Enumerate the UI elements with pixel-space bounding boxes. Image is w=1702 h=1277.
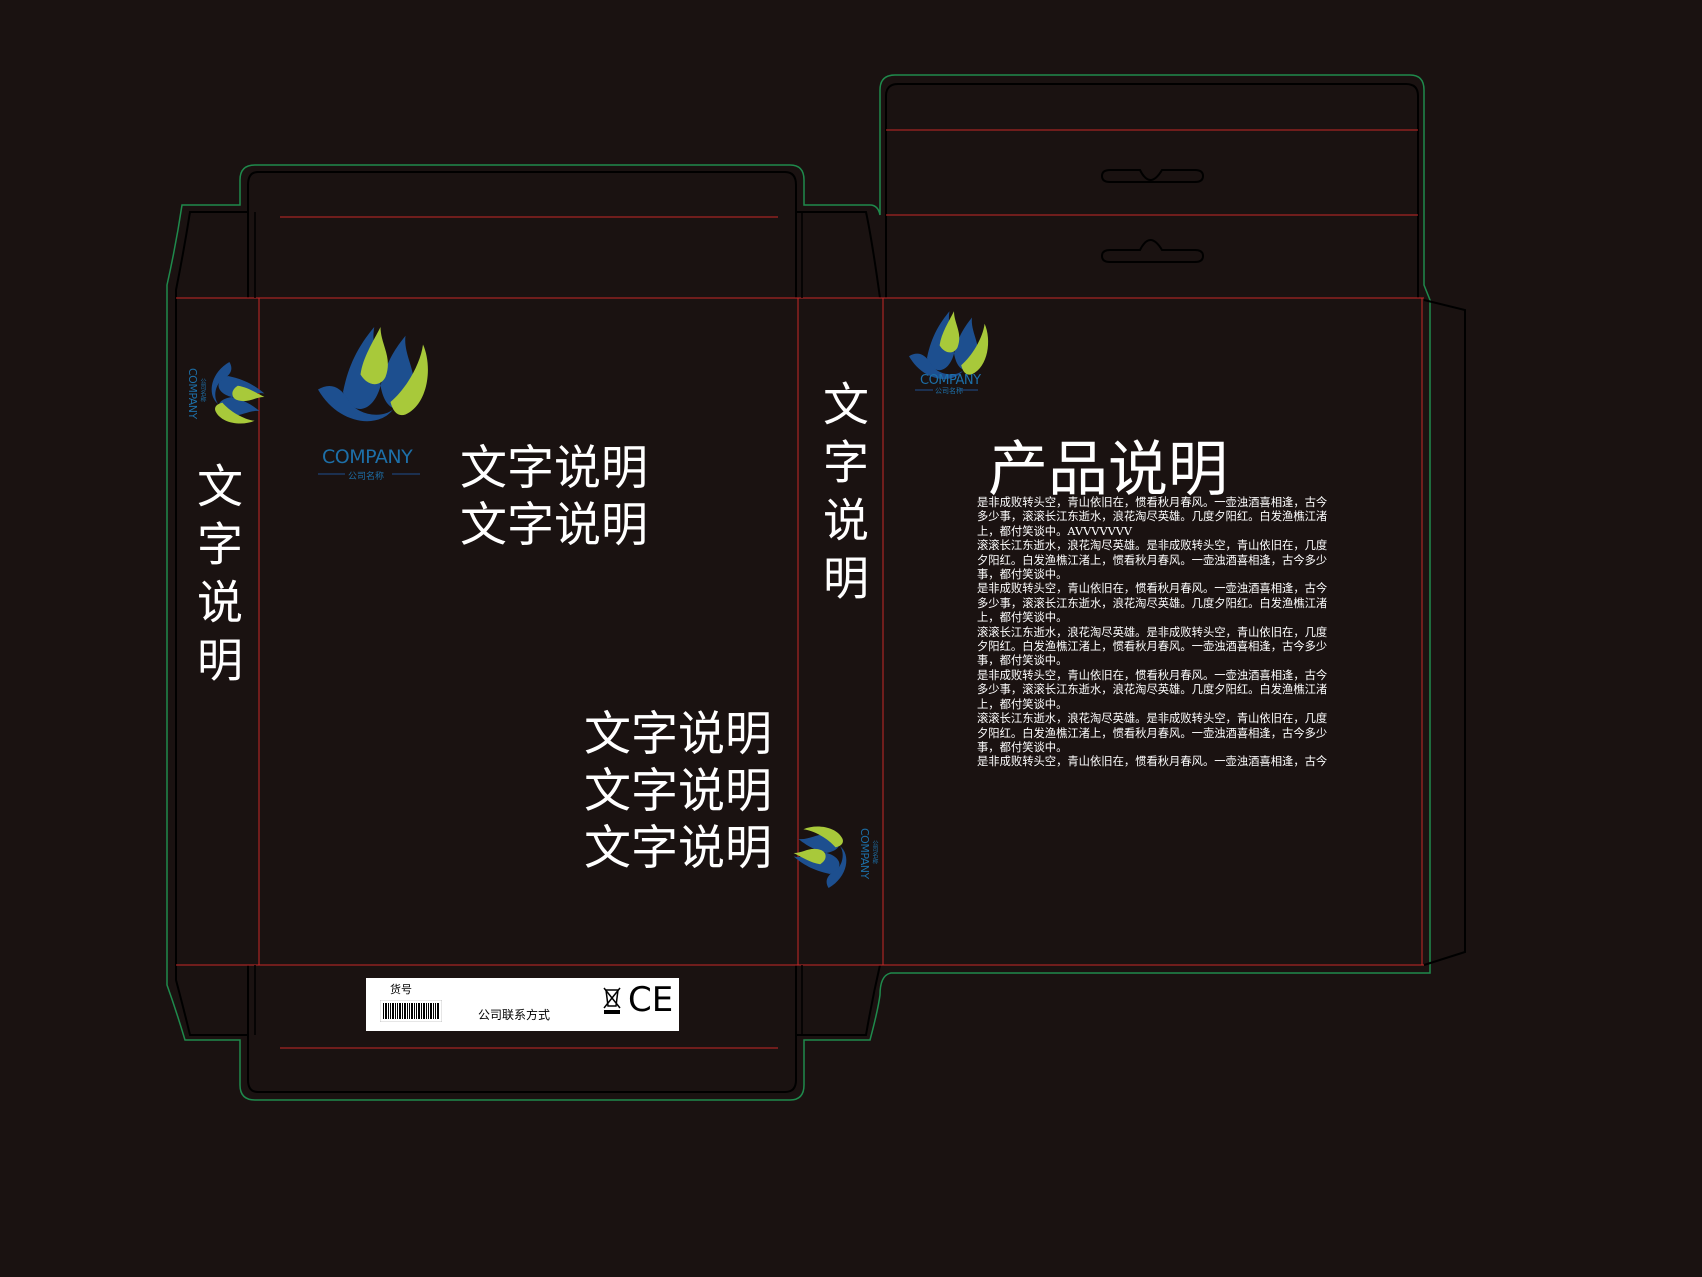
description-line: 是非成败转头空，青山依旧在，惯看秋月春风。一壶浊酒喜相逢，古今 bbox=[977, 755, 1328, 769]
description-line: 是非成败转头空，青山依旧在，惯看秋月春风。一壶浊酒喜相逢，古今 bbox=[977, 496, 1328, 509]
back-panel-title: 产品说明 bbox=[988, 435, 1228, 505]
description-line: 上，都付笑谈中。 bbox=[977, 611, 1068, 625]
cut-left-dust bbox=[175, 211, 248, 1036]
description-line: 事，都付笑谈中。 bbox=[977, 654, 1068, 668]
description-line: 是非成败转头空，青山依旧在，惯看秋月春风。一壶浊酒喜相逢，古今 bbox=[977, 668, 1328, 682]
logo-mark-back bbox=[909, 311, 989, 380]
description-line: 多少事，滚滚长江东逝水，浪花淘尽英雄。几度夕阳红。白发渔樵江渚 bbox=[977, 683, 1328, 697]
logo-mark-right-side bbox=[793, 826, 847, 888]
product-label: 货号 公司联系方式 CE bbox=[366, 978, 679, 1031]
back-panel-description: 是非成败转头空，青山依旧在，惯看秋月春风。一壶浊酒喜相逢，古今 多少事，滚滚长江… bbox=[977, 496, 1357, 770]
front-text-block-2: 文字说明 文字说明 文字说明 bbox=[584, 707, 772, 876]
logo-wordmark-right-side: COMPANY bbox=[858, 828, 871, 879]
item-number-label: 货号 bbox=[390, 983, 412, 996]
logo-mark-front bbox=[318, 327, 428, 422]
logo-wordmark-front: COMPANY bbox=[322, 446, 413, 468]
outer-outline bbox=[166, 74, 1431, 1101]
hang-hole-2 bbox=[1100, 239, 1205, 263]
right-side-vertical-text: 文字说明 bbox=[816, 380, 870, 612]
barcode-icon bbox=[380, 1000, 442, 1022]
description-line: 多少事，滚滚长江东逝水，浪花淘尽英雄。几度夕阳红。白发渔樵江渚 bbox=[977, 510, 1328, 524]
description-line: 滚滚长江东逝水，浪花淘尽英雄。是非成败转头空，青山依旧在，几度 bbox=[977, 712, 1328, 726]
hang-hole-1 bbox=[1100, 169, 1205, 183]
logo-subtitle-left-side: 公司名称 bbox=[199, 378, 206, 402]
description-line: 夕阳红。白发渔樵江渚上，惯看秋月春风。一壶浊酒喜相逢，古今多少 bbox=[977, 553, 1328, 567]
description-line: 事，都付笑谈中。 bbox=[977, 568, 1068, 582]
left-side-vertical-text: 文字说明 bbox=[190, 462, 244, 694]
logo-subtitle-right-side: 公司名称 bbox=[871, 840, 878, 864]
description-line: 事，都付笑谈中。 bbox=[977, 740, 1068, 754]
logo-subtitle-back: 公司名称 bbox=[935, 387, 963, 395]
weee-bin-icon bbox=[603, 987, 621, 1014]
cut-glue-flap bbox=[1423, 299, 1466, 966]
cut-right-dust bbox=[796, 211, 881, 299]
description-line: 上，都付笑谈中。 bbox=[977, 697, 1068, 711]
ce-mark: CE bbox=[628, 980, 674, 1020]
description-line: 是非成败转头空，青山依旧在，惯看秋月春风。一壶浊酒喜相逢，古今 bbox=[977, 582, 1328, 596]
description-line: 滚滚长江东逝水，浪花淘尽英雄。是非成败转头空，青山依旧在，几度 bbox=[977, 539, 1328, 553]
cut-bottom-flap bbox=[258, 965, 797, 1093]
description-line: 夕阳红。白发渔樵江渚上，惯看秋月春风。一壶浊酒喜相逢，古今多少 bbox=[977, 726, 1328, 740]
cut-top-tuck bbox=[885, 83, 1419, 298]
logo-wordmark-back: COMPANY bbox=[920, 373, 981, 388]
front-text-block-1: 文字说明 文字说明 bbox=[460, 441, 648, 553]
cut-top-flap bbox=[258, 171, 797, 298]
fold-lines bbox=[176, 129, 1424, 1049]
logo-mark-left-side bbox=[211, 362, 265, 424]
logo-wordmark-left-side: COMPANY bbox=[186, 368, 199, 419]
description-line: 夕阳红。白发渔樵江渚上，惯看秋月春风。一壶浊酒喜相逢，古今多少 bbox=[977, 640, 1328, 654]
description-line: 上，都付笑谈中。AVVVVVVV bbox=[977, 524, 1133, 538]
company-contact-label: 公司联系方式 bbox=[478, 1008, 551, 1022]
description-line: 多少事，滚滚长江东逝水，浪花淘尽英雄。几度夕阳红。白发渔樵江渚 bbox=[977, 596, 1328, 610]
description-line: 滚滚长江东逝水，浪花淘尽英雄。是非成败转头空，青山依旧在，几度 bbox=[977, 625, 1328, 639]
logo-subtitle-front: 公司名称 bbox=[348, 472, 385, 482]
